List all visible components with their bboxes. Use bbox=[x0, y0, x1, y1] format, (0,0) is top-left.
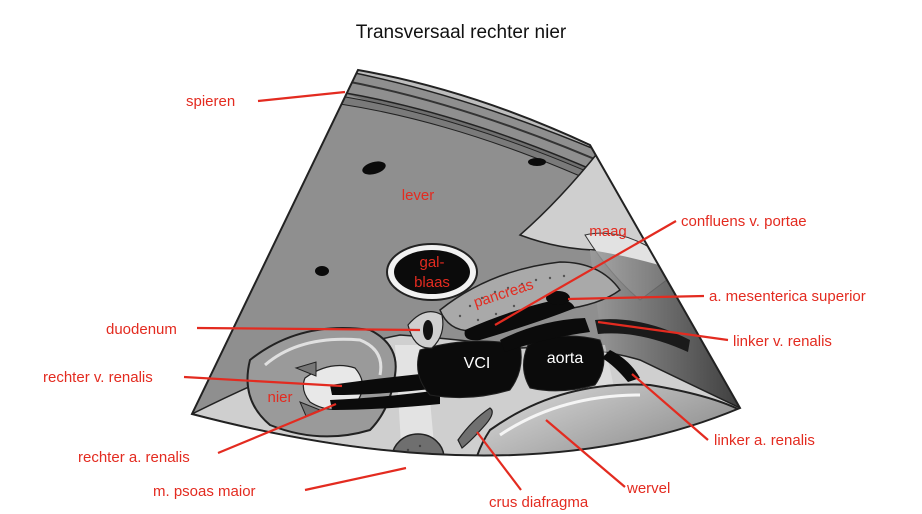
psoas-muscle bbox=[391, 433, 445, 456]
confluens-vessel bbox=[464, 299, 575, 341]
ultrasound-sector bbox=[192, 70, 740, 456]
label-wervel: wervel bbox=[626, 480, 670, 497]
label-crus: crus diafragma bbox=[489, 494, 589, 511]
label-linker-v-renalis: linker v. renalis bbox=[733, 333, 832, 350]
label-spieren: spieren bbox=[186, 93, 235, 110]
label-maag: maag bbox=[589, 223, 627, 240]
label-psoas: m. psoas maior bbox=[153, 483, 256, 500]
linker-v-renalis-vessel bbox=[595, 319, 690, 352]
figure-title: Transversaal rechter nier bbox=[355, 22, 567, 43]
label-rechter-v-renalis: rechter v. renalis bbox=[43, 369, 153, 386]
rechter-a-renalis-vessel bbox=[330, 390, 440, 410]
label-linker-a-renalis: linker a. renalis bbox=[714, 432, 815, 449]
label-galblaas-2: blaas bbox=[414, 274, 450, 291]
leader-lines bbox=[183, 90, 729, 492]
linker-a-renalis-vessel bbox=[602, 350, 640, 382]
label-aorta: aorta bbox=[547, 350, 584, 367]
label-mesenterica: a. mesenterica superior bbox=[709, 288, 866, 305]
vci-vessel bbox=[417, 340, 522, 399]
aorta-vessel bbox=[523, 335, 605, 392]
label-vci: VCI bbox=[464, 355, 491, 372]
rechter-v-renalis-vessel bbox=[330, 372, 440, 395]
label-nier: nier bbox=[267, 389, 292, 406]
label-rechter-a-renalis: rechter a. renalis bbox=[78, 449, 190, 466]
label-confluens: confluens v. portae bbox=[681, 213, 807, 230]
sma-vessel bbox=[546, 291, 570, 305]
label-galblaas-1: gal- bbox=[419, 254, 444, 271]
label-lever: lever bbox=[402, 187, 435, 204]
crus-diafragma bbox=[457, 407, 493, 449]
label-duodenum: duodenum bbox=[106, 321, 177, 338]
